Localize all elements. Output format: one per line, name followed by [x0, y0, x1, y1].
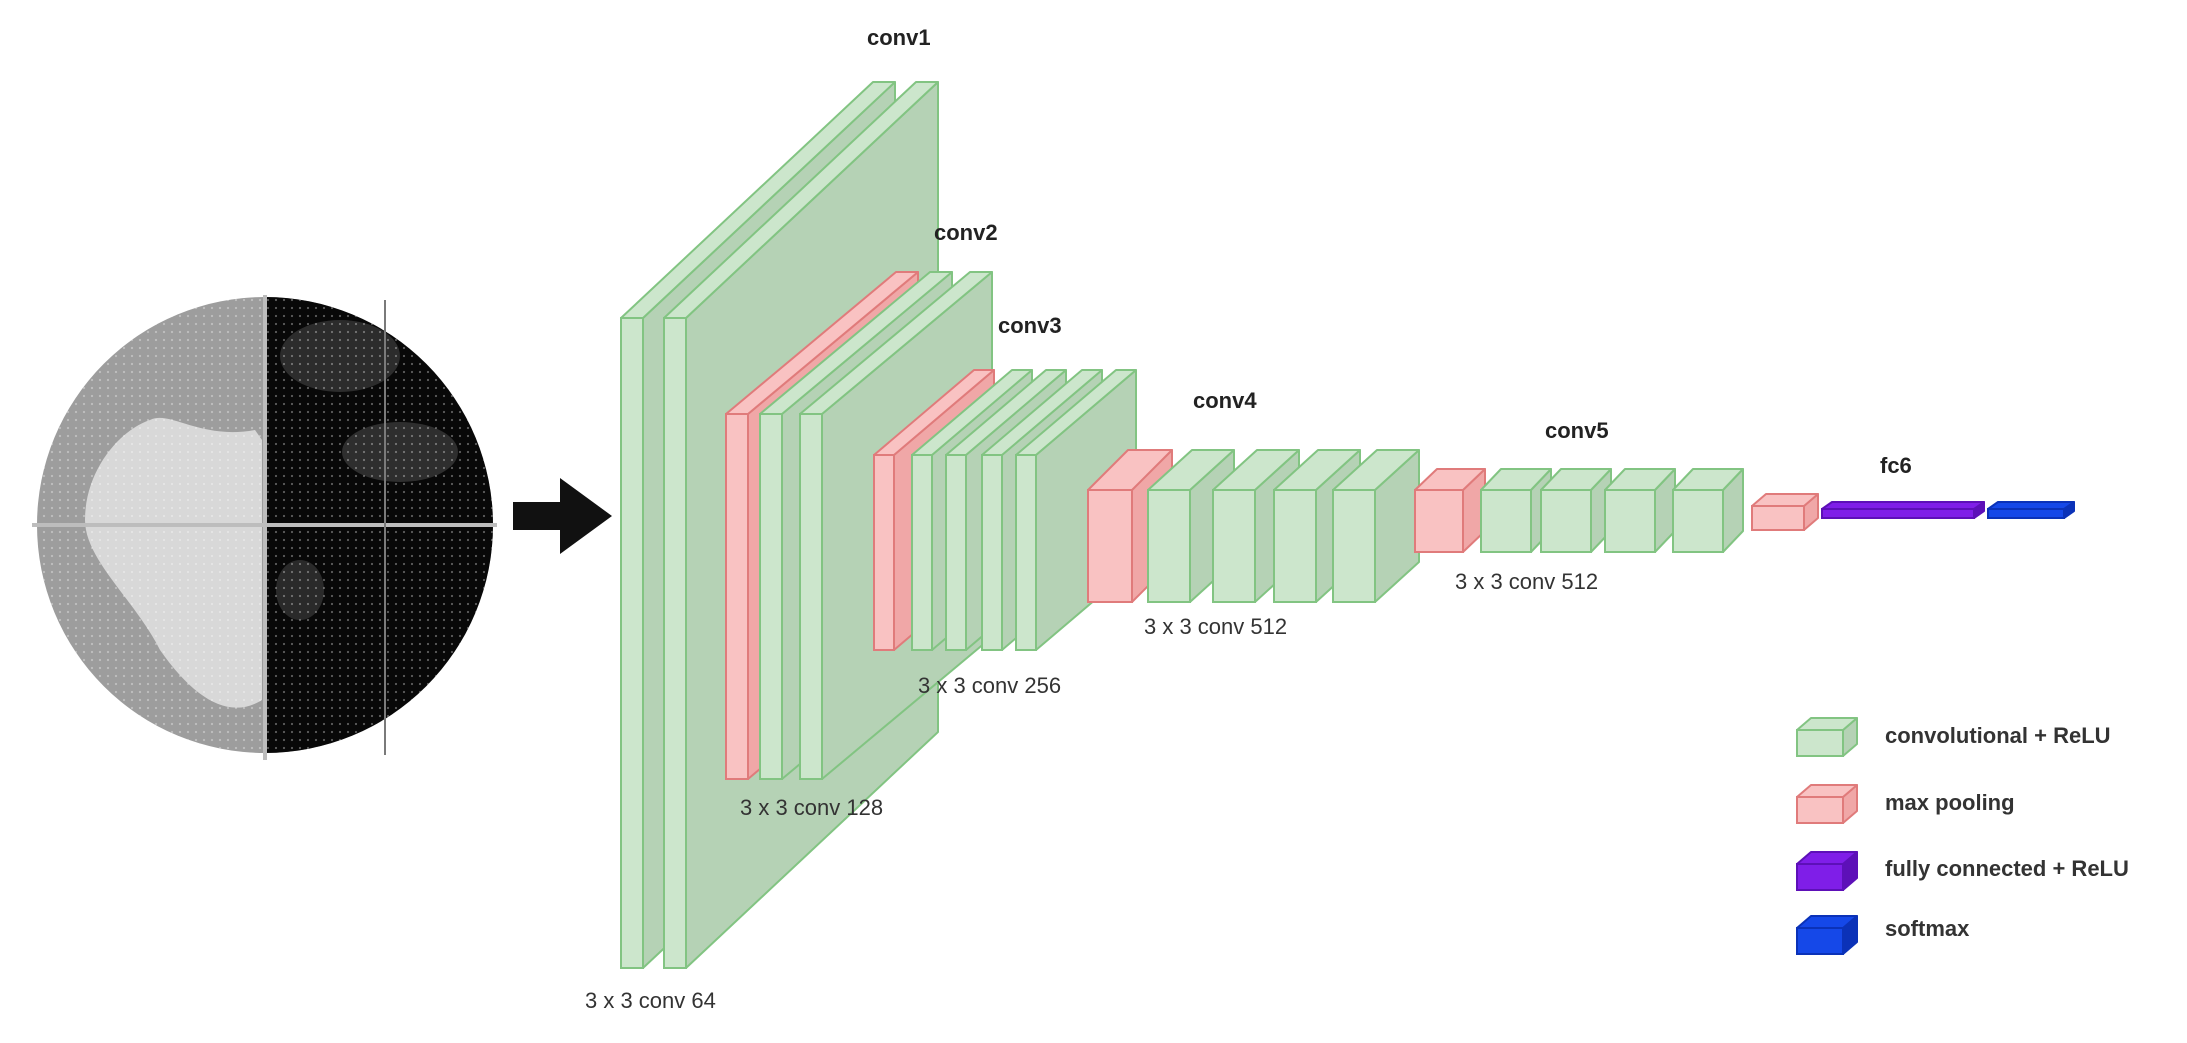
stage-label-conv1: conv1	[867, 25, 931, 50]
stage-label-conv4: conv4	[1193, 388, 1257, 413]
legend-swatch-softmax	[1796, 915, 1858, 955]
size-label-conv4: 3 x 3 conv 512	[1144, 614, 1287, 639]
legend-swatch-conv	[1796, 717, 1858, 757]
legend-swatch-fc	[1796, 851, 1858, 891]
legend-label-softmax: softmax	[1885, 916, 1970, 941]
conv5-layer-2	[1540, 468, 1612, 553]
conv5-layer-1	[1480, 468, 1552, 553]
stage-label-conv5: conv5	[1545, 418, 1609, 443]
conv4-layer-4	[1332, 449, 1420, 603]
right-arrow-icon	[513, 478, 612, 554]
legend-label-pool: max pooling	[1885, 790, 2015, 815]
conv5-layer-4	[1672, 468, 1744, 553]
legend: convolutional + ReLU max pooling fully c…	[1796, 717, 2129, 955]
stage-label-fc6: fc6	[1880, 453, 1912, 478]
conv5-pool	[1414, 468, 1486, 553]
legend-label-conv: convolutional + ReLU	[1885, 723, 2111, 748]
softmax-layer	[1987, 501, 2075, 519]
size-label-conv2: 3 x 3 conv 128	[740, 795, 883, 820]
network-blocks	[620, 81, 2075, 969]
fc6-pool	[1751, 493, 1819, 531]
stage-label-conv3: conv3	[998, 313, 1062, 338]
size-label-conv1: 3 x 3 conv 64	[585, 988, 716, 1013]
fc6-layer	[1821, 501, 1985, 519]
conv5-layer-3	[1604, 468, 1676, 553]
legend-swatch-pool	[1796, 784, 1858, 824]
size-label-conv3: 3 x 3 conv 256	[918, 673, 1061, 698]
visual-field-map-icon	[32, 295, 497, 760]
legend-label-fc: fully connected + ReLU	[1885, 856, 2129, 881]
size-label-conv5: 3 x 3 conv 512	[1455, 569, 1598, 594]
stage-label-conv2: conv2	[934, 220, 998, 245]
